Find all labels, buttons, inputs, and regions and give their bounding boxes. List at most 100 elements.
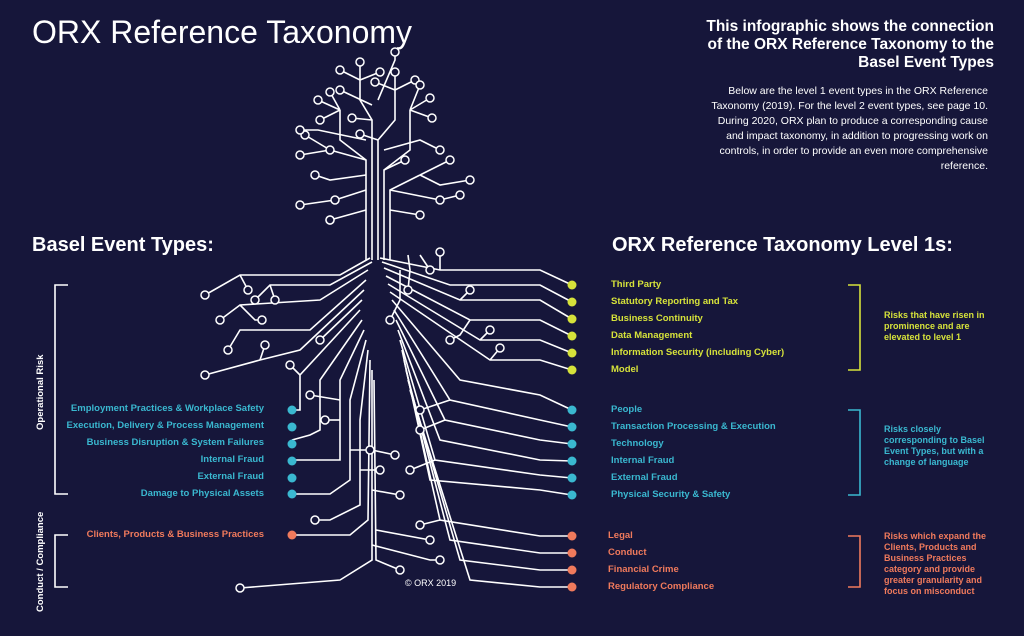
branch-terminal	[415, 425, 425, 435]
branch-terminal	[315, 115, 325, 125]
orx-item-transaction-processing: Transaction Processing & Execution	[611, 421, 776, 432]
orx-item-data-management: Data Management	[611, 330, 693, 341]
tree-branch	[383, 110, 411, 260]
tree-branch	[314, 174, 367, 181]
tree-branch	[300, 129, 367, 141]
connector-node	[567, 405, 577, 415]
branch-terminal	[355, 129, 365, 139]
tree-branch	[291, 319, 363, 441]
orx-item-legal: Legal	[608, 530, 633, 541]
branch-terminal	[395, 565, 405, 575]
tree-branch	[409, 389, 572, 588]
tree-branch	[403, 359, 572, 537]
branch-terminal	[415, 80, 425, 90]
tree-branch	[329, 209, 367, 221]
branch-terminal	[370, 77, 380, 87]
note-elevated: Risks that have risen in prominence and …	[884, 310, 985, 342]
orx-item-internal-fraud: Internal Fraud	[611, 455, 675, 466]
orx-item-statutory-reporting: Statutory Reporting and Tax	[611, 296, 739, 307]
tree-branch	[397, 329, 573, 462]
branch-terminal	[270, 295, 280, 305]
connector-node	[567, 456, 577, 466]
tree-branch	[373, 379, 401, 571]
connector-node	[287, 530, 297, 540]
orx-item-model: Model	[611, 364, 639, 375]
branch-terminal	[390, 47, 400, 57]
branch-terminal	[390, 67, 400, 77]
branch-terminal	[495, 343, 505, 353]
tree-branch	[359, 80, 373, 260]
basel-item-external-fraud: External Fraud	[197, 471, 264, 482]
bracket-corresponding	[848, 409, 861, 496]
branch-terminal	[365, 445, 375, 455]
branch-terminal	[295, 200, 305, 210]
tree-branch	[405, 369, 572, 554]
connector-node	[567, 565, 577, 575]
orx-item-financial-crime: Financial Crime	[608, 564, 679, 575]
branch-terminal	[435, 145, 445, 155]
tree-branch	[407, 379, 572, 571]
tree-branch	[395, 319, 573, 445]
tree-branch	[309, 394, 341, 401]
branch-terminal	[355, 57, 365, 67]
branch-terminal	[315, 335, 325, 345]
tree-branch	[419, 174, 471, 186]
branch-terminal	[390, 450, 400, 460]
tree-branch	[292, 329, 365, 461]
connector-node	[287, 473, 297, 483]
tree-branch	[389, 209, 421, 216]
branch-terminal	[445, 335, 455, 345]
tree-branch	[315, 349, 369, 521]
orx-item-technology: Technology	[611, 438, 664, 449]
branch-terminal	[243, 285, 253, 295]
connector-node	[567, 473, 577, 483]
orx-item-regulatory-compliance: Regulatory Compliance	[608, 581, 715, 592]
branch-terminal	[295, 125, 305, 135]
connector-node	[567, 297, 577, 307]
tree-branch	[329, 149, 367, 161]
tree-branch	[383, 139, 441, 151]
tree-branch	[375, 529, 431, 541]
branch-terminal	[223, 345, 233, 355]
tree-branch	[254, 261, 373, 301]
basel-heading: Basel Event Types:	[32, 234, 214, 256]
orx-item-information-security: Information Security (including Cyber)	[611, 347, 785, 358]
tree-branch	[299, 199, 336, 206]
tree-branch	[419, 159, 451, 176]
branch-terminal	[347, 113, 357, 123]
branch-terminal	[215, 315, 225, 325]
bracket-expanding	[848, 535, 861, 588]
branch-terminal	[330, 195, 340, 205]
tree-branch	[389, 189, 441, 201]
tree-branch	[419, 399, 451, 411]
connector-node	[567, 331, 577, 341]
branch-terminal	[465, 285, 475, 295]
basel-item-damage-physical-assets: Damage to Physical Assets	[140, 488, 264, 499]
branch-terminal	[285, 360, 295, 370]
basel-item-employment-practices: Employment Practices & Workplace Safety	[70, 403, 264, 414]
note-expanding: Risks which expand the Clients, Products…	[884, 531, 987, 596]
branch-terminal	[395, 490, 405, 500]
branch-terminal	[415, 405, 425, 415]
branch-terminal	[257, 315, 267, 325]
orx-item-third-party: Third Party	[611, 279, 662, 290]
basel-item-business-disruption: Business Disruption & System Failures	[86, 437, 264, 448]
connector-node	[567, 531, 577, 541]
bracket-elevated	[848, 284, 861, 371]
connector-node	[567, 439, 577, 449]
orx-heading: ORX Reference Taxonomy Level 1s:	[612, 234, 953, 256]
basel-item-execution-delivery: Execution, Delivery & Process Management	[66, 420, 264, 431]
tree-branch	[219, 269, 369, 321]
tree-branch	[407, 254, 411, 291]
tree-branch	[383, 267, 573, 320]
branch-terminal	[250, 295, 260, 305]
connector-node	[567, 348, 577, 358]
connector-node	[567, 548, 577, 558]
branch-terminal	[310, 515, 320, 525]
connector-node	[287, 422, 297, 432]
branch-terminal	[427, 113, 437, 123]
tree-branch	[399, 339, 573, 479]
connector-node	[287, 405, 297, 415]
connector-node	[287, 489, 297, 499]
